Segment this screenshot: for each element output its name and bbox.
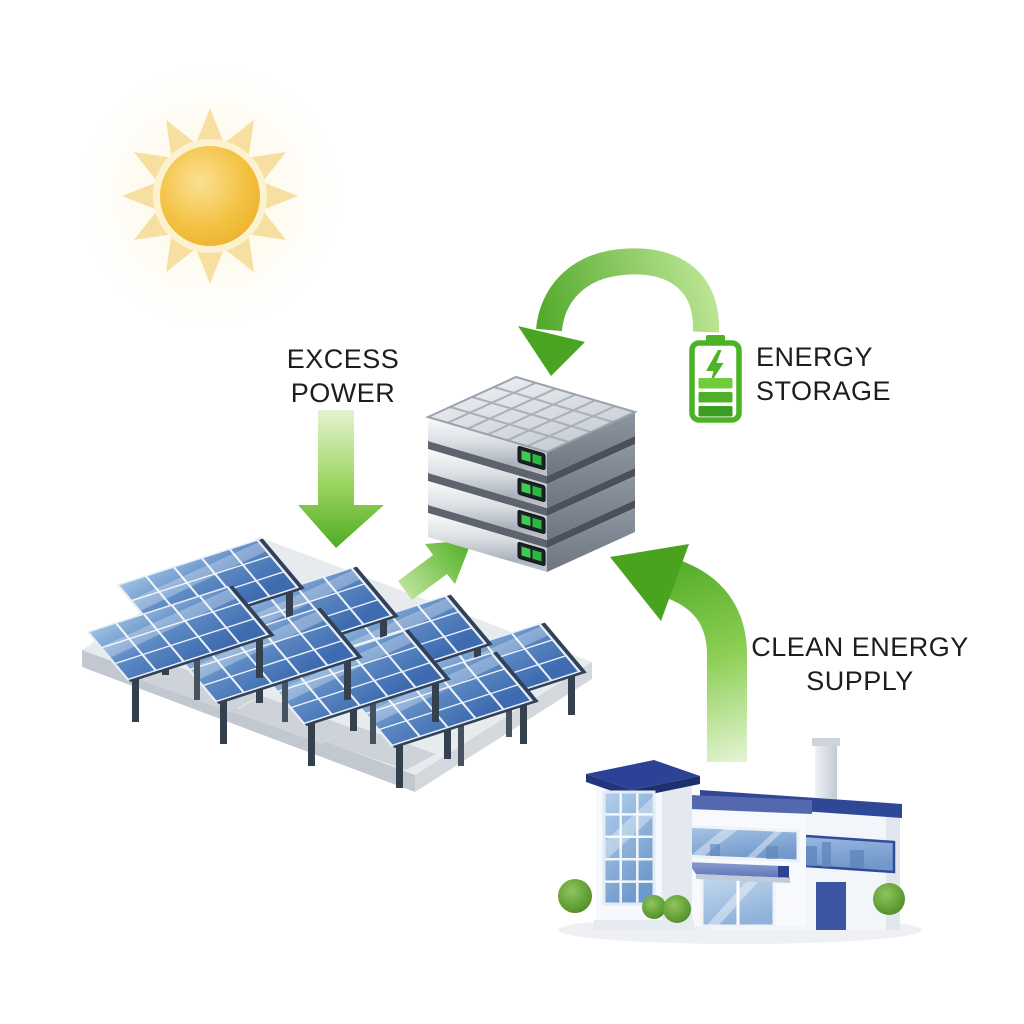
tower-window [602, 790, 656, 906]
charging-battery-icon [689, 335, 742, 423]
excess-power-line1: EXCESS [286, 344, 400, 374]
sun-icon [60, 46, 360, 346]
chimney [812, 738, 840, 808]
clean-energy-arrow-icon [610, 544, 747, 762]
charge-curve-arrow-icon [518, 248, 720, 376]
bush [558, 879, 592, 913]
bush [663, 895, 691, 923]
excess-power-arrow-icon [298, 410, 384, 548]
main-window-band [678, 824, 800, 863]
excess-power-line2: POWER [290, 378, 396, 408]
clean-energy-supply-line2: SUPPLY [806, 666, 914, 696]
clean-energy-supply-label: CLEAN ENERGY SUPPLY [730, 630, 990, 698]
battery-rack-icon [425, 375, 638, 572]
solar-panel-array-icon [82, 537, 592, 792]
bush [873, 883, 905, 915]
lightning-bolt-icon [706, 350, 724, 384]
excess-power-label: EXCESS POWER [253, 342, 433, 410]
clean-energy-supply-line1: CLEAN ENERGY [751, 632, 969, 662]
energy-storage-label: ENERGY STORAGE [756, 340, 926, 408]
factory-building-icon [558, 738, 922, 944]
energy-storage-line2: STORAGE [756, 376, 892, 406]
energy-storage-line1: ENERGY [756, 342, 874, 372]
bush [642, 895, 666, 919]
panels-to-rack-arrow-icon [398, 540, 472, 600]
entrance [688, 862, 790, 928]
